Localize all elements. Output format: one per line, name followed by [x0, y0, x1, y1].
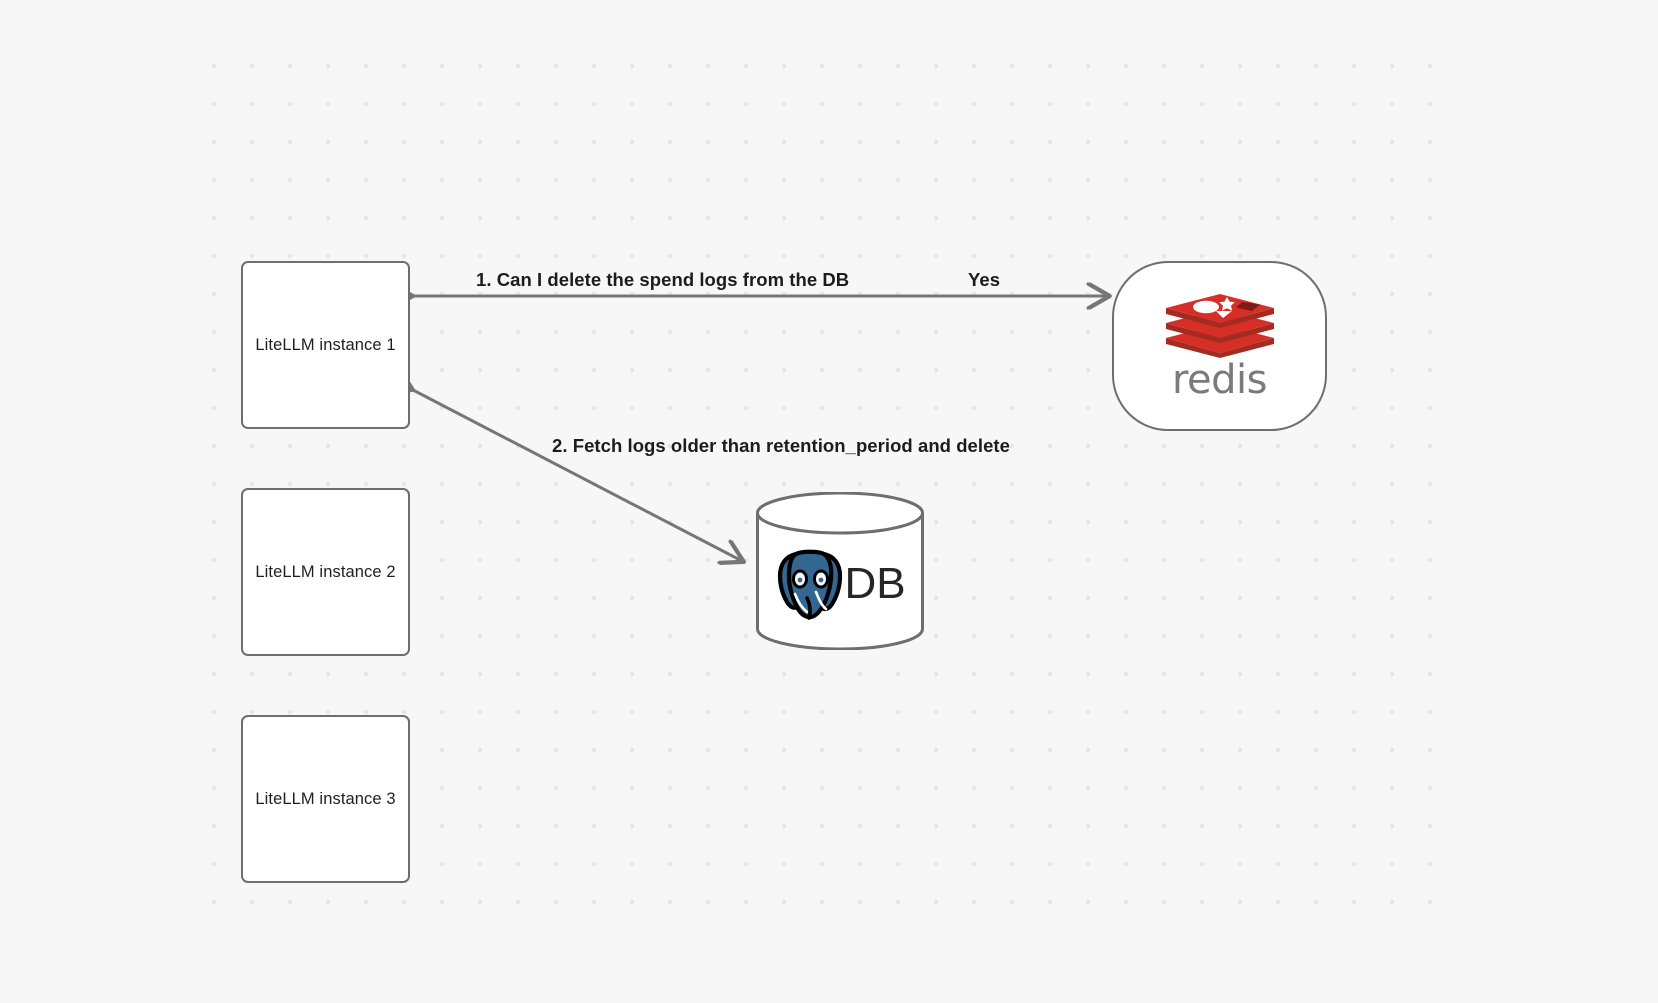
node-litellm-instance-3[interactable]: LiteLLM instance 3 — [241, 715, 410, 883]
node-litellm-instance-2-label: LiteLLM instance 2 — [255, 562, 396, 581]
node-litellm-instance-1-label: LiteLLM instance 1 — [255, 335, 396, 354]
node-litellm-instance-2[interactable]: LiteLLM instance 2 — [241, 488, 410, 656]
database-label: DB — [844, 559, 906, 608]
database-logo-row: DB — [754, 492, 926, 650]
redis-logo-group: redis — [1162, 292, 1278, 400]
redis-logo-icon — [1165, 294, 1274, 358]
node-litellm-instance-3-label: LiteLLM instance 3 — [255, 789, 396, 808]
edge-db-litellm1-line — [413, 390, 744, 562]
node-litellm-instance-1[interactable]: LiteLLM instance 1 — [241, 261, 410, 429]
edge-db-litellm1[interactable] — [413, 390, 744, 562]
edge-label-yes: Yes — [968, 269, 1001, 290]
node-redis[interactable]: redis — [1112, 261, 1327, 431]
node-database[interactable]: DB — [754, 492, 926, 650]
edge-label-step-1: 1. Can I delete the spend logs from the … — [476, 269, 850, 290]
redis-wordmark-label: redis — [1171, 357, 1268, 403]
postgresql-elephant-icon — [778, 549, 843, 620]
edge-label-step-2: 2. Fetch logs older than retention_perio… — [552, 435, 1010, 456]
